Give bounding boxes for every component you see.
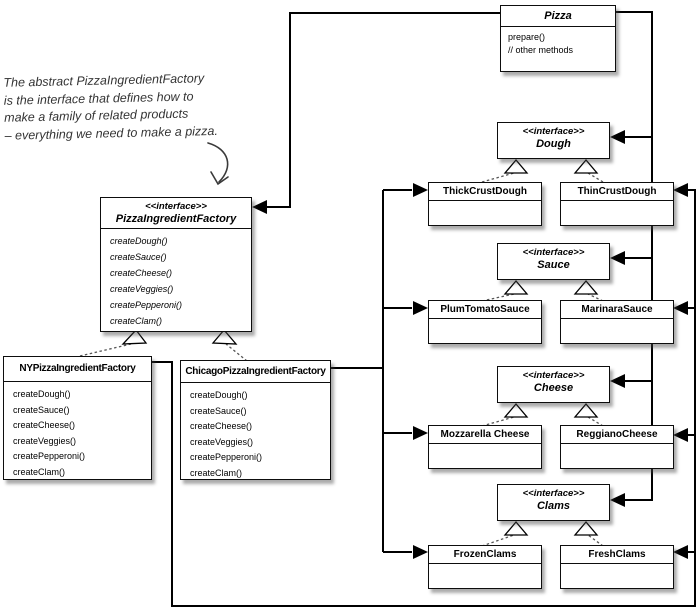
pizza-to-ingredient-interfaces-bus <box>613 11 653 501</box>
interface-box-clams: <<interface>> Clams <box>497 484 610 521</box>
class-box-chicago-pizza-ingredient-factory: ChicagoPizzaIngredientFactory createDoug… <box>180 360 331 480</box>
class-box-thick-crust-dough: ThickCrustDough <box>428 182 542 226</box>
arrowheads-into-interfaces <box>610 130 625 507</box>
class-title: Dough <box>536 138 571 150</box>
class-title: Pizza <box>501 6 615 27</box>
class-method: createDough() <box>190 390 248 400</box>
class-box-ny-pizza-ingredient-factory: NYPizzaIngredientFactory createDough() c… <box>3 356 152 480</box>
class-title: FreshClams <box>561 546 673 564</box>
class-method: createSauce() <box>190 405 247 416</box>
class-title: Clams <box>536 500 571 512</box>
annotation-curved-arrow <box>207 142 229 186</box>
class-title: Cheese <box>533 382 574 394</box>
class-box-plum-tomato-sauce: PlumTomatoSauce <box>428 300 542 344</box>
class-method: createVeggies() <box>110 284 174 294</box>
interface-stereotype: <<interface>> <box>522 247 585 258</box>
interface-box-sauce: <<interface>> Sauce <box>497 243 610 280</box>
class-title: MarinaraSauce <box>561 301 673 319</box>
class-title: PizzaIngredientFactory <box>115 213 237 225</box>
class-method: createSauce() <box>110 252 167 262</box>
class-method: createCheese() <box>190 421 253 432</box>
chicago-factory-to-products-bus <box>330 189 412 553</box>
class-title: ReggianoCheese <box>561 426 673 444</box>
arrowheads-into-right-products <box>673 183 688 559</box>
realization-dashed-lines <box>79 172 604 547</box>
interface-box-cheese: <<interface>> Cheese <box>497 366 610 403</box>
class-title: ThinCrustDough <box>561 183 673 201</box>
interface-stereotype: <<interface>> <box>522 126 585 137</box>
class-title: ChicagoPizzaIngredientFactory <box>181 361 330 383</box>
class-method: createSauce() <box>13 404 70 415</box>
class-box-mozzarella-cheese: Mozzarella Cheese <box>428 425 542 469</box>
interface-box-dough: <<interface>> Dough <box>497 122 610 159</box>
class-title: Mozzarella Cheese <box>429 426 541 444</box>
class-box-fresh-clams: FreshClams <box>560 545 674 589</box>
arrowheads-into-left-products <box>413 183 428 559</box>
class-method: createClam() <box>110 316 163 326</box>
class-method: createCheese() <box>13 420 76 431</box>
class-method: createDough() <box>13 389 71 399</box>
class-method: // other methods <box>508 45 574 55</box>
class-box-pizza: Pizza prepare() // other methods <box>500 5 616 72</box>
class-box-marinara-sauce: MarinaraSauce <box>560 300 674 344</box>
class-method: createPepperoni() <box>13 451 86 462</box>
class-method: createVeggies() <box>13 435 77 446</box>
class-box-pizza-ingredient-factory: <<interface>> PizzaIngredientFactory cre… <box>100 197 252 332</box>
class-method: createCheese() <box>110 268 173 278</box>
class-box-reggiano-cheese: ReggianoCheese <box>560 425 674 469</box>
interface-stereotype: <<interface>> <box>145 201 207 212</box>
pizza-to-factory-arrow <box>267 12 501 208</box>
class-box-thin-crust-dough: ThinCrustDough <box>560 182 674 226</box>
class-box-frozen-clams: FrozenClams <box>428 545 542 589</box>
class-title: Sauce <box>537 259 570 271</box>
ny-factory-to-products-bus <box>152 189 696 607</box>
arrowhead-into-factory-interface <box>252 200 267 214</box>
interface-stereotype: <<interface>> <box>522 370 585 381</box>
class-method: createClam() <box>13 466 66 477</box>
class-method: prepare() <box>508 32 546 42</box>
class-title: FrozenClams <box>429 546 541 564</box>
class-method: createPepperoni() <box>110 300 183 310</box>
annotation-note: The abstract PizzaIngredientFactory is t… <box>3 69 250 145</box>
realization-triangle-arrowheads <box>121 158 599 536</box>
class-method: createClam() <box>190 467 243 478</box>
class-title: PlumTomatoSauce <box>429 301 541 319</box>
class-title: ThickCrustDough <box>429 183 541 201</box>
class-method: createDough() <box>110 236 168 246</box>
interface-stereotype: <<interface>> <box>522 488 585 499</box>
class-title: NYPizzaIngredientFactory <box>4 357 151 382</box>
class-method: createPepperoni() <box>190 452 263 463</box>
class-method: createVeggies() <box>190 436 254 447</box>
